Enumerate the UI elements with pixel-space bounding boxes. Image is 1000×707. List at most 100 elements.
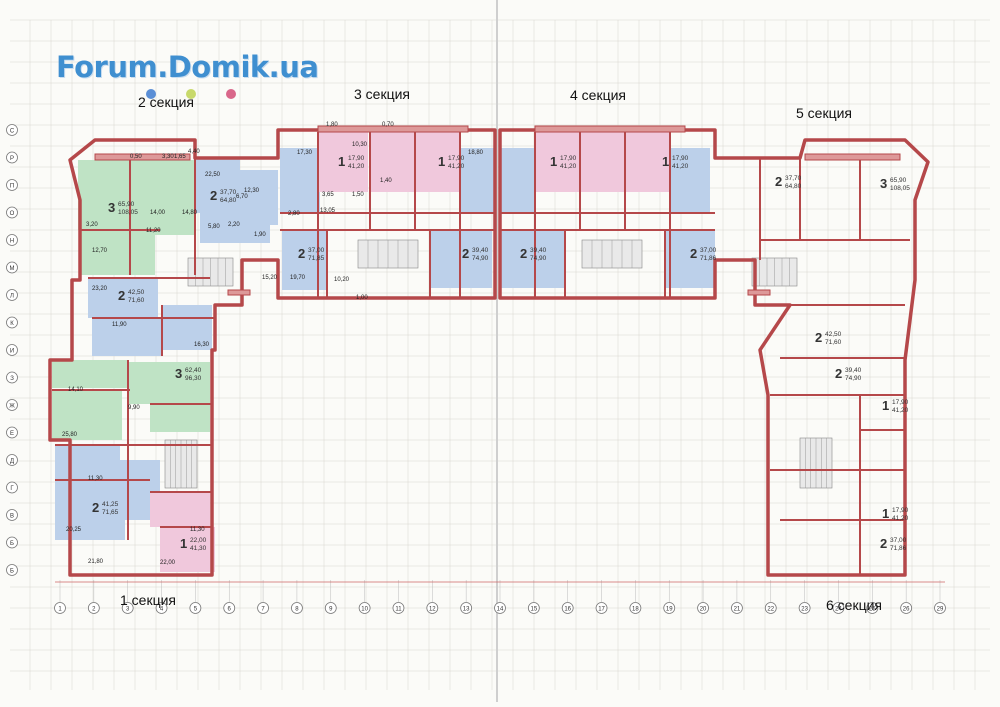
axis-letter: М — [10, 266, 15, 272]
apartment-room — [55, 445, 120, 480]
apartment-rooms: 2 — [880, 536, 887, 551]
section-label-4: 4 секция — [570, 87, 627, 103]
room-area: 22,50 — [205, 172, 221, 178]
apartment-area: 108,05 — [118, 209, 138, 216]
axis-letter-marker — [6, 316, 18, 329]
axis-number: 7 — [261, 607, 265, 613]
axis-letter-marker — [6, 426, 18, 439]
room-area: 2,20 — [228, 222, 240, 228]
axis-number: 1 — [58, 607, 62, 613]
axis-letter-marker — [6, 344, 18, 356]
apartment-area: 37,70 — [785, 175, 802, 182]
apartment-area: 71,60 — [128, 297, 145, 304]
room-area: 1,90 — [254, 232, 266, 238]
axis-letter: И — [10, 349, 14, 355]
apartment-room — [280, 148, 320, 213]
axis-letter-marker — [6, 179, 18, 191]
apartment-room — [535, 132, 580, 192]
room-area: 19,70 — [290, 275, 306, 281]
room-area: 14,00 — [150, 210, 166, 216]
axis-letter: Б — [10, 569, 14, 575]
apartment-room — [500, 230, 565, 288]
axis-letter: Р — [10, 156, 14, 162]
room-area: 2,80 — [288, 211, 300, 217]
axis-number-marker — [798, 602, 811, 614]
apartment-area: 39,40 — [472, 247, 489, 254]
balcony — [534, 125, 686, 133]
exterior-wall — [48, 128, 497, 577]
apartment-area: 41,20 — [672, 163, 689, 170]
axis-number-marker — [595, 602, 608, 614]
section-label-1: 1 секция — [120, 592, 177, 608]
room-area: 10,30 — [352, 142, 368, 148]
room-area: 1,65 — [174, 154, 186, 160]
room-area: 3,30 — [162, 154, 174, 160]
apartment-room — [240, 170, 278, 225]
axis-letter: В — [10, 514, 14, 520]
apartment-area: 41,30 — [190, 545, 207, 552]
apartment-room — [128, 362, 210, 404]
apartment-room — [318, 132, 368, 192]
apartment-rooms: 2 — [118, 288, 125, 303]
axis-number-marker — [527, 602, 540, 614]
apartment-area: 71,60 — [825, 339, 842, 346]
site-logo[interactable]: Forum.Domik.ua — [56, 50, 319, 84]
axis-number: 11 — [395, 607, 402, 613]
apartment-room — [52, 390, 122, 440]
apartment-area: 39,40 — [845, 367, 862, 374]
walls-layer — [48, 125, 930, 577]
axis-letter: Л — [10, 294, 14, 300]
apartment-area: 41,25 — [102, 501, 119, 508]
apartment-rooms: 2 — [298, 246, 305, 261]
axis-number-marker — [155, 602, 168, 614]
apartment-room — [160, 527, 215, 572]
apartment-area: 37,00 — [700, 247, 717, 254]
room-area: 12,30 — [244, 188, 260, 194]
apartment-area: 71,85 — [308, 255, 325, 262]
room-area: 4,40 — [188, 149, 200, 155]
apartment-room — [195, 158, 240, 213]
logo-dot-pink — [226, 89, 236, 99]
apartment-area: 71,65 — [102, 509, 119, 516]
apartment-rooms: 2 — [92, 500, 99, 515]
axis-number: 3 — [126, 607, 130, 613]
axis-letter: З — [10, 376, 14, 382]
apartment-area: 17,90 — [892, 399, 909, 406]
apartment-area: 17,90 — [892, 507, 909, 514]
exterior-wall — [498, 128, 930, 577]
apartment-room — [150, 492, 210, 527]
apartment-area: 42,50 — [825, 331, 842, 338]
apartment-room — [665, 230, 715, 288]
room-area: 11,20 — [146, 228, 161, 234]
room-area: 11,90 — [112, 322, 127, 328]
room-area: 18,80 — [468, 150, 484, 156]
apartment-area: 64,80 — [220, 197, 237, 204]
axis-number-marker — [697, 602, 709, 614]
apartment-room — [162, 305, 212, 350]
apartment-area: 17,90 — [448, 155, 465, 162]
apartment-area: 17,90 — [672, 155, 689, 162]
apartment-room — [92, 318, 162, 356]
apartment-room — [670, 148, 710, 213]
apartment-area: 64,80 — [785, 183, 802, 190]
balcony — [747, 289, 771, 296]
apartment-area: 22,00 — [190, 537, 207, 544]
axis-number-marker — [731, 602, 743, 614]
axis-number: 14 — [497, 607, 504, 613]
room-area: 15,20 — [262, 275, 278, 281]
axis-letter-marker — [6, 206, 18, 219]
axis-number: 29 — [937, 607, 944, 613]
apartment-rooms: 1 — [180, 536, 187, 551]
axis-number: 4 — [160, 607, 164, 613]
balcony — [317, 125, 469, 133]
axis-number-marker — [358, 602, 371, 614]
